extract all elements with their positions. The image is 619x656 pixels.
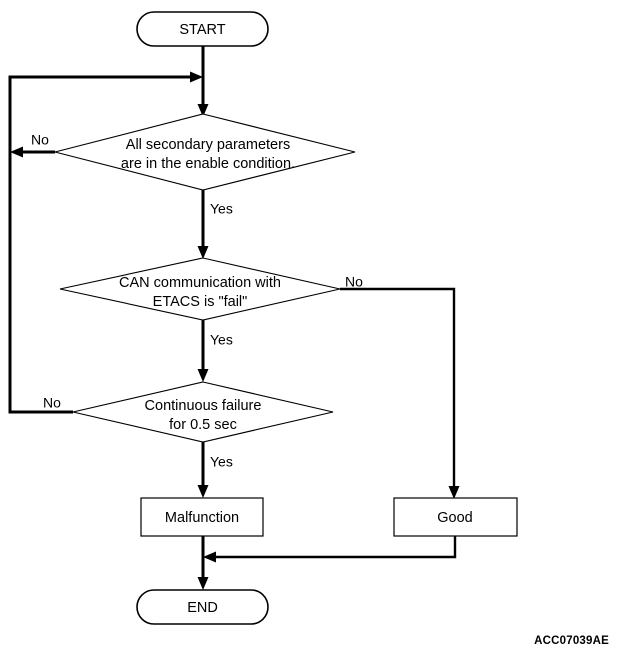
node-decision-can-communication[interactable]: CAN communication with ETACS is "fail" <box>59 257 341 321</box>
node-good-label: Good <box>437 510 472 526</box>
node-malfunction[interactable]: Malfunction <box>140 497 264 537</box>
connector-start-to-decision1 <box>197 46 209 117</box>
connector-decision1-no <box>10 146 55 158</box>
connector-decision2-no <box>340 287 460 499</box>
branch-label-decision3-yes: Yes <box>210 454 233 470</box>
node-decision2-line2: ETACS is "fail" <box>153 294 248 310</box>
node-decision-continuous-failure[interactable]: Continuous failure for 0.5 sec <box>72 381 334 443</box>
node-decision-secondary-parameters[interactable]: All secondary parameters are in the enab… <box>54 113 356 191</box>
node-end-label: END <box>187 600 218 616</box>
connector-decision1-yes <box>197 190 209 259</box>
node-decision1-line1: All secondary parameters <box>126 137 290 153</box>
arrowhead-icon <box>197 577 209 590</box>
node-decision3-line1: Continuous failure <box>145 398 262 414</box>
branch-label-decision1-yes: Yes <box>210 201 233 217</box>
connector-decision2-yes <box>197 320 209 382</box>
node-malfunction-label: Malfunction <box>165 510 239 526</box>
arrowhead-icon <box>197 246 209 259</box>
branch-label-decision2-no: No <box>345 274 363 290</box>
node-start[interactable]: START <box>136 11 269 47</box>
branch-label-decision1-no: No <box>31 132 49 148</box>
connector-malfunction-to-end <box>197 536 209 590</box>
arrowhead-icon <box>197 369 209 382</box>
node-decision2-line1: CAN communication with <box>119 275 281 291</box>
diagram-caption: ACC07039AE <box>534 635 609 647</box>
branch-label-decision2-yes: Yes <box>210 332 233 348</box>
arrowhead-icon <box>197 485 209 498</box>
node-good[interactable]: Good <box>393 497 518 537</box>
connector-good-to-end <box>203 536 457 563</box>
arrowhead-icon <box>190 71 203 83</box>
arrowhead-icon <box>203 551 216 563</box>
node-end[interactable]: END <box>136 589 269 625</box>
arrowhead-icon <box>10 146 23 158</box>
node-decision1-line2: are in the enable condition. <box>121 156 295 172</box>
arrowhead-icon <box>448 486 460 499</box>
node-decision3-line2: for 0.5 sec <box>169 417 237 433</box>
branch-label-decision3-no: No <box>43 395 61 411</box>
arrowhead-icon <box>197 104 209 117</box>
node-start-label: START <box>179 22 225 38</box>
connector-decision3-yes <box>197 442 209 498</box>
